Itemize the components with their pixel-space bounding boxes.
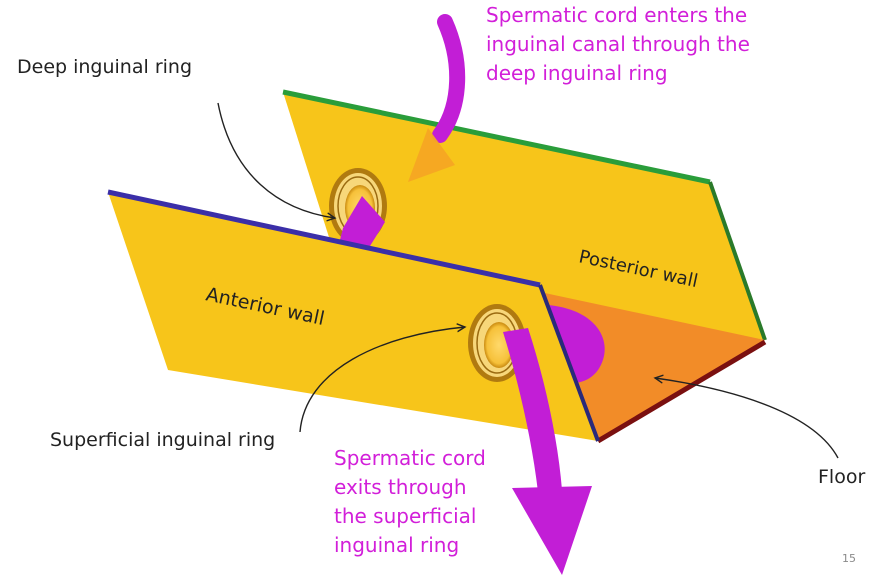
- cord-exits-line-3: the superficial: [334, 504, 477, 528]
- cord-exits-line-2: exits through: [334, 475, 467, 499]
- floor-label: Floor: [818, 466, 866, 488]
- floor-edge: [596, 339, 767, 444]
- deep-ring-pointer: [217, 102, 335, 218]
- cord-exits-line-1: Spermatic cord: [334, 446, 486, 470]
- floor-pointer: [655, 378, 839, 459]
- cord-enters-line-1: Spermatic cord enters the: [486, 3, 748, 27]
- superficial-ring-pointer: [299, 327, 465, 433]
- superficial-ring-label: Superficial inguinal ring: [50, 429, 276, 451]
- spermatic-cord-exiting: [503, 328, 592, 575]
- anterior-wall: [108, 192, 598, 441]
- superficial-inguinal-ring: [468, 304, 526, 382]
- posterior-wall-right-edge: [708, 181, 767, 341]
- cord-enters-line-3: deep inguinal ring: [486, 61, 668, 85]
- cord-exits-line-4: inguinal ring: [334, 533, 460, 557]
- slide-number: 15: [842, 552, 856, 565]
- cord-enters-line-2: inguinal canal through the: [486, 32, 750, 56]
- posterior-wall-top-edge: [282, 89, 711, 185]
- deep-ring-label: Deep inguinal ring: [17, 56, 193, 78]
- cord-exits-annotation: Spermatic cord exits through the superfi…: [334, 444, 486, 560]
- spermatic-cord-entering: [340, 14, 466, 246]
- anterior-wall-right-edge: [538, 284, 600, 442]
- anterior-wall-top-edge: [107, 189, 541, 288]
- cord-enters-annotation: Spermatic cord enters the inguinal canal…: [486, 1, 750, 88]
